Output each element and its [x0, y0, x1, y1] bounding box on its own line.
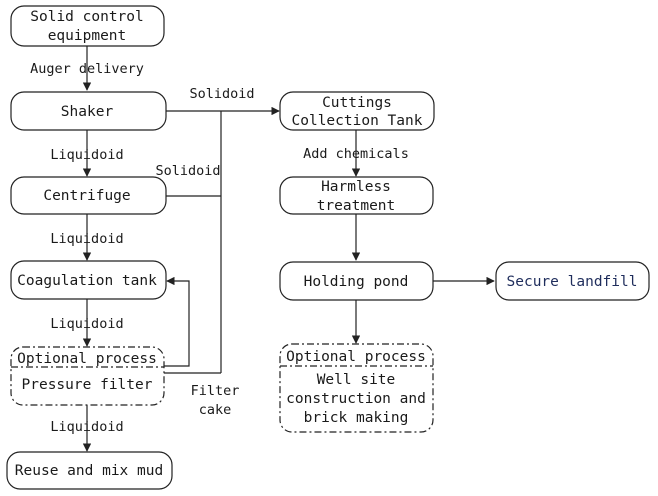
node-harmless-treatment: Harmless treatment: [279, 176, 434, 215]
node-solid-control-line-2: equipment: [48, 28, 127, 44]
connectors: [82, 46, 495, 452]
edge-label-solidoid-2: Solidoid: [155, 163, 220, 179]
node-shaker-label: Shaker: [61, 104, 114, 120]
node-well-site: Optional process Well site construction …: [279, 343, 434, 433]
node-centrifuge: Centrifuge: [10, 176, 167, 215]
node-well-site-line-2: construction and: [286, 391, 426, 407]
edge-label-liquidoid-4: Liquidoid: [50, 419, 123, 435]
node-shaker: Shaker: [10, 91, 167, 131]
node-harmless-line-1: Harmless: [321, 179, 391, 195]
edge-labels: Auger delivery Liquidoid Liquidoid Liqui…: [30, 61, 409, 435]
node-coagulation-tank: Coagulation tank: [10, 260, 167, 300]
edge-label-liquidoid-3: Liquidoid: [50, 316, 123, 332]
edge-label-auger-delivery: Auger delivery: [30, 61, 144, 77]
node-pressure-filter-label: Pressure filter: [22, 377, 153, 393]
node-well-site-header: Optional process: [286, 349, 426, 365]
node-holding-pond-label: Holding pond: [304, 274, 409, 290]
node-cuttings-line-1: Cuttings: [322, 95, 392, 111]
node-solid-control-line-1: Solid control: [30, 9, 144, 25]
node-pressure-filter-header: Optional process: [17, 351, 157, 367]
node-secure-landfill: Secure landfill: [495, 261, 650, 301]
node-holding-pond: Holding pond: [279, 261, 434, 301]
node-reuse-label: Reuse and mix mud: [15, 463, 163, 479]
node-pressure-filter: Optional process Pressure filter: [10, 346, 165, 406]
edge-label-liquidoid-1: Liquidoid: [50, 147, 123, 163]
edge-label-solidoid-1: Solidoid: [189, 86, 254, 102]
node-reuse-mud: Reuse and mix mud: [6, 451, 173, 490]
node-cuttings-line-2: Collection Tank: [292, 113, 423, 129]
node-harmless-line-2: treatment: [317, 198, 396, 214]
edge-label-filter-cake-line-2: cake: [199, 402, 232, 418]
node-well-site-line-3: brick making: [304, 410, 409, 426]
node-secure-landfill-label: Secure landfill: [507, 274, 638, 290]
node-well-site-line-1: Well site: [317, 372, 396, 388]
node-centrifuge-label: Centrifuge: [43, 188, 130, 204]
node-solid-control: Solid control equipment: [10, 5, 165, 47]
node-coagulation-label: Coagulation tank: [17, 273, 157, 289]
node-cuttings-tank: Cuttings Collection Tank: [279, 91, 435, 131]
edge-label-add-chemicals: Add chemicals: [303, 146, 409, 162]
edge-label-liquidoid-2: Liquidoid: [50, 231, 123, 247]
edge-filter-return-to-coagulation: [164, 276, 190, 367]
edge-label-filter-cake-line-1: Filter: [191, 383, 240, 399]
